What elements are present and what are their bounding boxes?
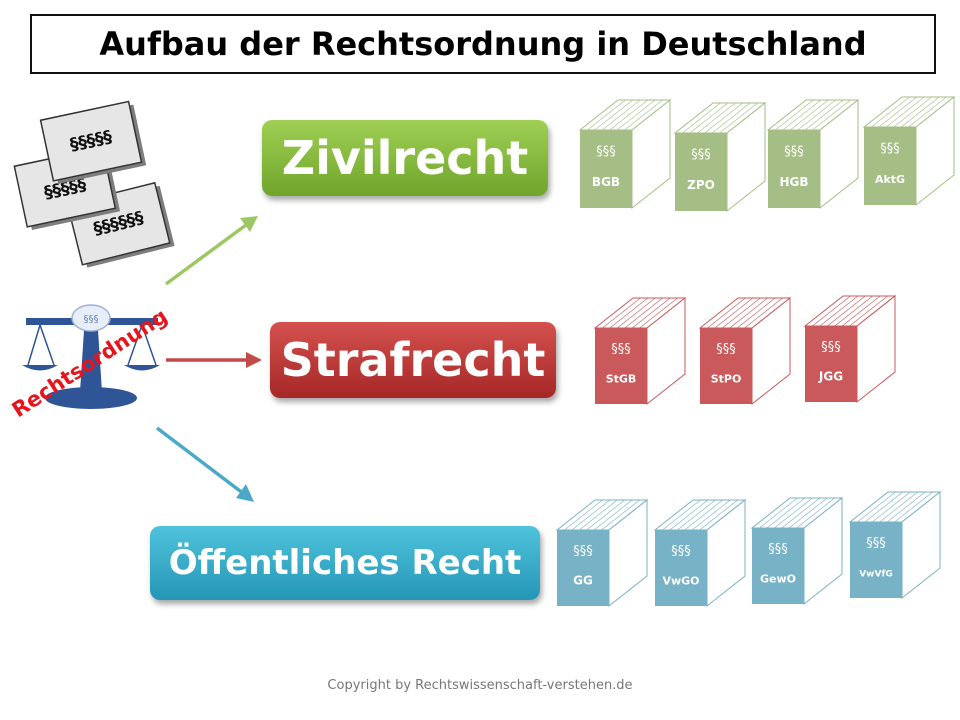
law-book-public-gg: §§§ GG xyxy=(557,498,651,610)
law-book-criminal-jgg: §§§ JGG xyxy=(805,294,899,406)
paper-sheet-1: §§§§§ xyxy=(41,101,147,185)
law-book-criminal-stpo: §§§ StPO xyxy=(700,296,794,408)
copyright-text: Copyright by Rechtswissenschaft-verstehe… xyxy=(0,678,960,693)
law-book-civil-bgb: §§§ BGB xyxy=(580,98,674,212)
book-abbreviation: StPO xyxy=(711,373,742,386)
book-abbreviation: VwVfG xyxy=(859,570,893,580)
book-abbreviation: HGB xyxy=(779,175,808,189)
law-book-public-vwvfg: §§§ VwVfG xyxy=(850,490,944,602)
arrow-to-public-law xyxy=(157,428,254,502)
law-book-public-gewo: §§§ GewO xyxy=(752,496,846,608)
law-book-criminal-stgb: §§§ StGB xyxy=(595,296,689,408)
book-abbreviation: GG xyxy=(573,574,593,588)
book-symbol: §§§ xyxy=(716,342,736,357)
book-symbol: §§§ xyxy=(691,148,711,163)
book-abbreviation: StGB xyxy=(606,373,637,386)
book-symbol: §§§ xyxy=(784,145,804,160)
law-book-civil-zpo: §§§ ZPO xyxy=(675,101,769,215)
scale-symbol: §§§ xyxy=(84,314,99,325)
book-abbreviation: GewO xyxy=(760,573,796,586)
book-abbreviation: ZPO xyxy=(687,178,715,192)
book-symbol: §§§ xyxy=(611,342,631,357)
book-symbol: §§§ xyxy=(866,536,886,551)
criminal-law-box: Strafrecht xyxy=(270,322,556,398)
law-book-public-vwgo: §§§ VwGO xyxy=(655,498,749,610)
law-book-civil-aktg: §§§ AktG xyxy=(864,95,958,209)
book-abbreviation: AktG xyxy=(875,173,905,186)
book-abbreviation: BGB xyxy=(592,175,620,189)
book-symbol: §§§ xyxy=(768,542,788,557)
book-symbol: §§§ xyxy=(596,145,616,160)
law-book-civil-hgb: §§§ HGB xyxy=(768,98,862,212)
book-symbol: §§§ xyxy=(671,544,691,559)
book-abbreviation: JGG xyxy=(818,370,843,384)
book-symbol: §§§ xyxy=(821,340,841,355)
book-abbreviation: VwGO xyxy=(662,575,699,588)
book-symbol: §§§ xyxy=(573,544,593,559)
arrow-to-criminal-law xyxy=(166,352,262,368)
public-law-box: Öffentliches Recht xyxy=(150,526,540,600)
book-symbol: §§§ xyxy=(880,142,900,157)
civil-law-box: Zivilrecht xyxy=(262,120,548,196)
arrow-to-civil-law xyxy=(166,216,258,284)
